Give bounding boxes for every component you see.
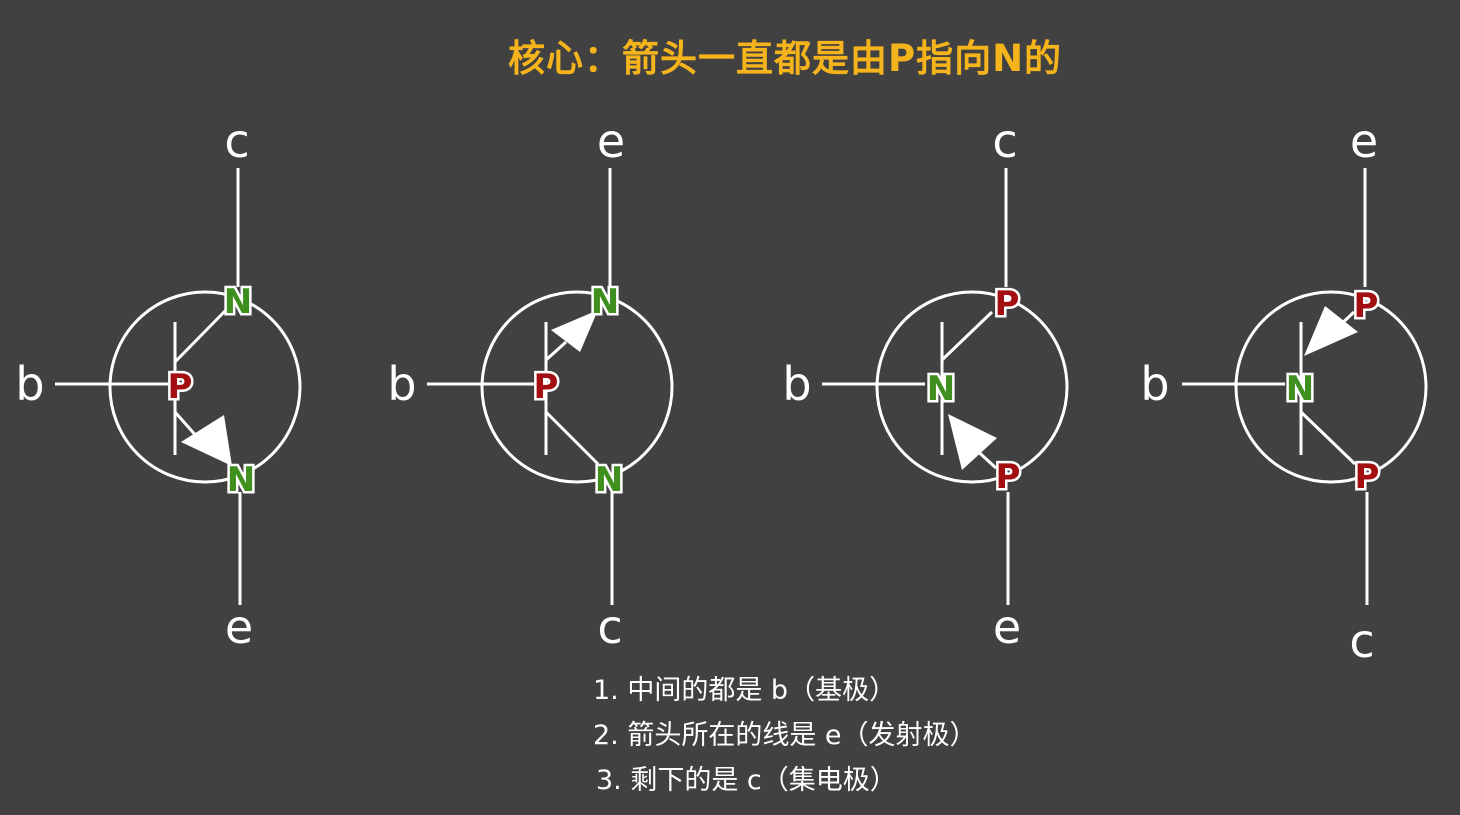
transistor-4-region-mid: N [1286,369,1314,409]
transistor-4-terminal-bottom: c [1349,614,1374,668]
transistor-3-terminal-top: c [992,114,1017,168]
rule-2: 2. 箭头所在的线是 e（发射极） [593,720,977,751]
transistor-1-collector-diag [173,308,228,364]
transistor-3-terminal-bottom: e [993,600,1021,654]
transistor-1-emitter-diag [173,411,200,439]
transistor-3-region-top: P [995,284,1020,324]
transistor-2-terminal-top: e [597,114,625,168]
transistor-3-circle [875,290,1069,484]
transistor-2-region-mid: P [534,367,559,407]
transistor-1-region-top: N [224,282,252,322]
transistor-3-collector-diag [940,310,994,362]
transistor-1-arrow [181,415,232,466]
transistor-4 [1182,168,1428,605]
transistor-2-region-top: N [591,282,619,322]
transistor-3-arrow [948,414,997,470]
transistor-1 [55,168,302,605]
transistor-1-region-bottom: N [227,460,255,500]
transistor-4-collector-diag [1299,410,1357,466]
rule-1: 1. 中间的都是 b（基极） [593,675,897,706]
slide-title: 核心：箭头一直都是由P指向N的 [507,37,1063,80]
rules-list: 1. 中间的都是 b（基极） 2. 箭头所在的线是 e（发射极） 3. 剩下的是… [593,668,977,803]
transistor-2-emitter-diag [544,340,568,362]
transistor-3-region-bottom: P [996,457,1021,497]
transistor-3-terminal-left: b [782,357,811,411]
transistor-2 [427,168,674,605]
transistor-4-region-top: P [1354,286,1379,326]
transistor-4-terminal-top: e [1350,114,1378,168]
transistor-1-terminal-top: c [224,114,249,168]
rule-3: 3. 剩下的是 c（集电极） [596,765,897,796]
transistor-2-arrow [551,310,598,352]
transistor-4-circle [1234,290,1428,484]
transistor-4-region-bottom: P [1355,457,1380,497]
transistor-2-circle [480,290,674,484]
transistor-2-terminal-left: b [387,357,416,411]
transistor-4-terminal-left: b [1140,357,1169,411]
transistor-2-terminal-bottom: c [597,600,622,654]
transistor-1-circle [108,290,302,484]
transistor-1-terminal-bottom: e [225,600,253,654]
transistor-3 [822,168,1069,605]
transistor-1-region-mid: P [168,367,193,407]
transistor-1-terminal-left: b [15,357,44,411]
transistor-3-region-mid: N [927,369,955,409]
transistor-2-region-bottom: N [595,460,623,500]
transistor-4-arrow [1304,306,1358,356]
transistor-2-collector-diag [544,410,600,466]
